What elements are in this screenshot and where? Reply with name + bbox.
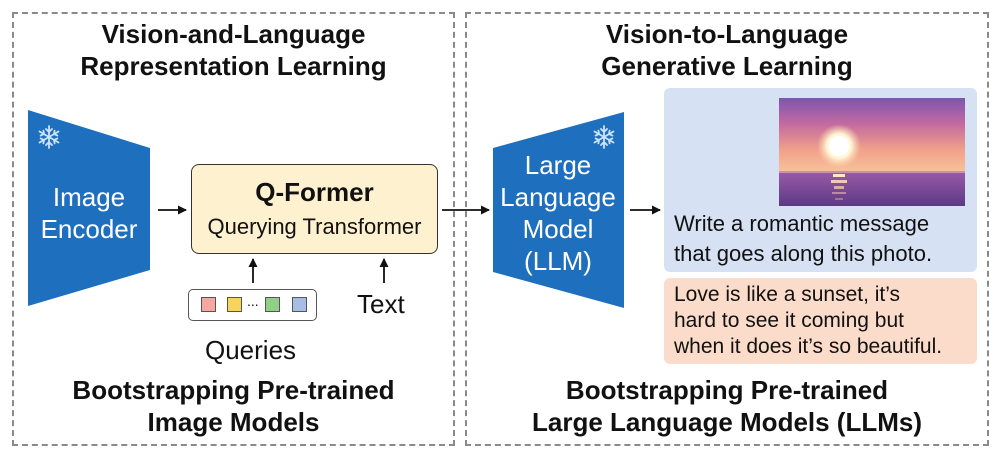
- representation-learning-panel: [12, 12, 455, 446]
- llm-footer: Bootstrapping Pre-trained Large Language…: [531, 375, 923, 437]
- generative-learning-panel: [465, 12, 989, 446]
- query-token: [227, 297, 242, 312]
- llm-label: Large Language Model (LLM): [500, 150, 616, 276]
- representation-learning-title: Vision-and-Language Representation Learn…: [80, 19, 387, 81]
- queries-label: Queries: [205, 335, 297, 365]
- prompt-text: Write a romantic message that goes along…: [674, 211, 933, 266]
- learned-queries: ...: [188, 289, 317, 321]
- query-token: [201, 297, 216, 312]
- image-models-footer: Bootstrapping Pre-trained Image Models: [72, 375, 395, 437]
- llm-block: [493, 112, 624, 308]
- query-ellipsis: ...: [247, 293, 259, 309]
- response-box: [664, 278, 977, 364]
- image-encoder-block: [28, 110, 150, 306]
- qformer-subtitle: Querying Transformer: [207, 214, 422, 239]
- qformer-block: Q-Former Querying Transformer: [191, 164, 438, 254]
- generative-learning-title: Vision-to-Language Generative Learning: [601, 19, 853, 81]
- sunset-photo: [779, 98, 965, 206]
- response-text: Love is like a sunset, it’s hard to see …: [674, 283, 943, 358]
- text-input-label: Text: [357, 289, 405, 319]
- qformer-title: Q-Former: [255, 177, 374, 207]
- query-token: [265, 297, 280, 312]
- image-encoder-label: Image Encoder: [40, 182, 138, 244]
- query-token: [292, 297, 307, 312]
